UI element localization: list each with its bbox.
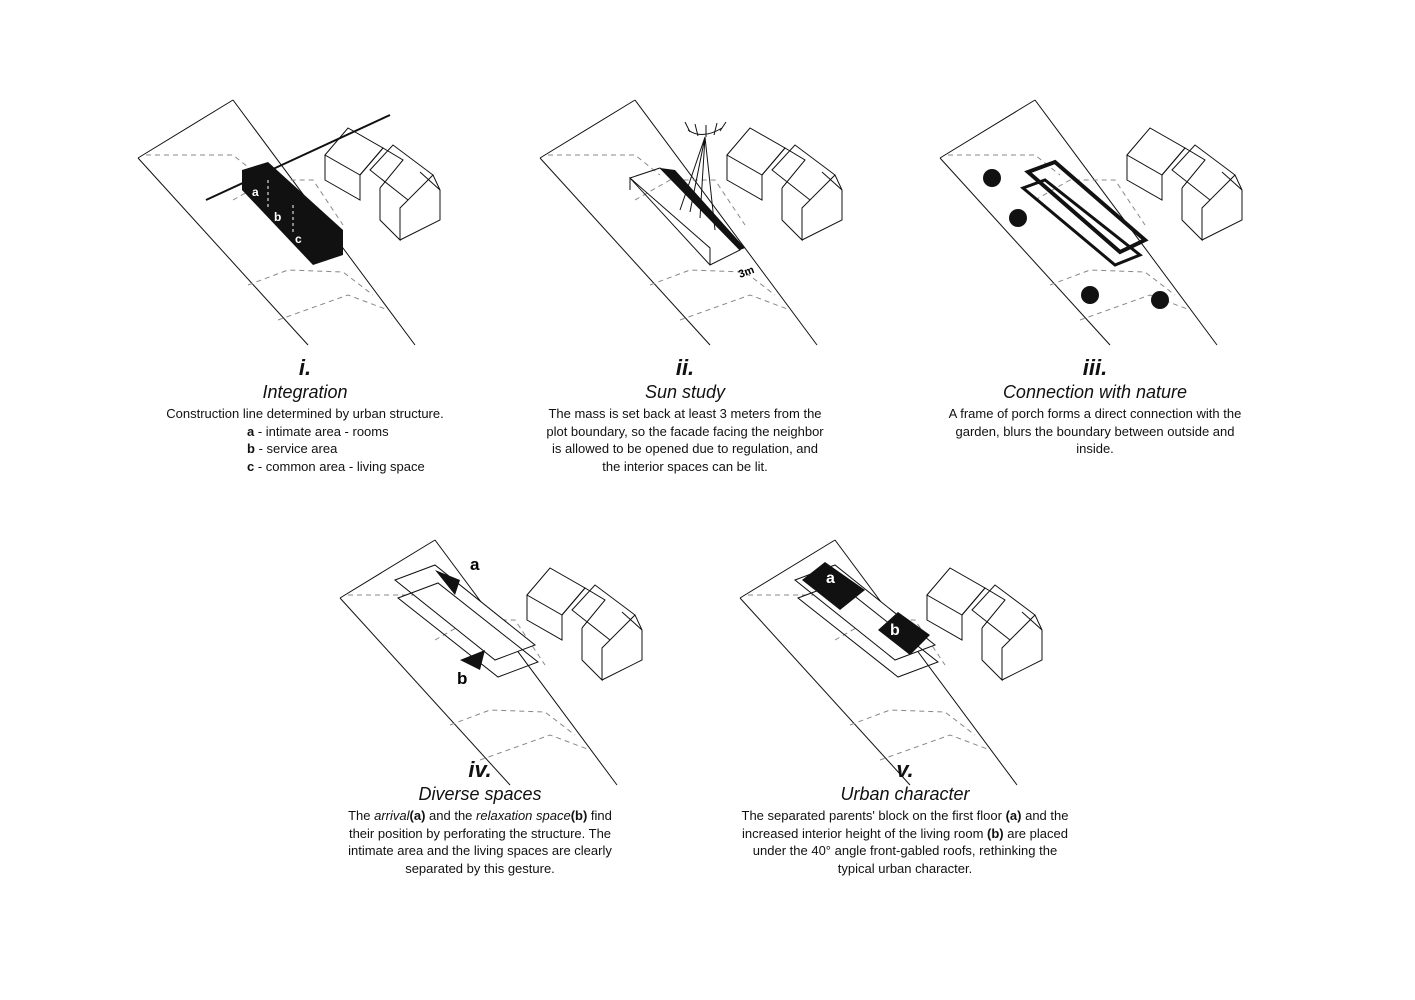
caption-sun-study: ii. Sun study The mass is set back at le… bbox=[545, 355, 825, 475]
label-a: a bbox=[470, 555, 480, 574]
panel-number: iv. bbox=[468, 757, 492, 782]
tree-icons bbox=[983, 169, 1169, 309]
caption-urban-character: v. Urban character The separated parents… bbox=[740, 757, 1070, 877]
panel-title: Connection with nature bbox=[1002, 382, 1188, 402]
label-b: b bbox=[457, 669, 467, 688]
panel-text: The separated parents' block on the firs… bbox=[741, 808, 1069, 876]
panel-number: ii. bbox=[675, 355, 695, 380]
sun-icon bbox=[679, 121, 727, 231]
panel-title: Sun study bbox=[644, 382, 726, 402]
panel-title: Diverse spaces bbox=[418, 784, 542, 804]
label-b: b bbox=[274, 210, 281, 224]
label-a: a bbox=[252, 185, 259, 199]
label-a: a bbox=[826, 570, 835, 587]
setback-label: 3m bbox=[737, 264, 756, 281]
panel-text: The arrival(a) and the relaxation space(… bbox=[348, 808, 612, 876]
sun-study-diagram: 3m bbox=[539, 99, 843, 346]
caption-diverse-spaces: iv. Diverse spaces The arrival(a) and th… bbox=[335, 757, 625, 877]
construction-line bbox=[205, 114, 391, 201]
connection-nature-diagram bbox=[939, 99, 1243, 346]
panel-text: Construction line determined by urban st… bbox=[166, 406, 444, 421]
panel-number: iii. bbox=[1082, 355, 1108, 380]
label-b: b bbox=[890, 622, 900, 639]
panel-text: A frame of porch forms a direct connecti… bbox=[948, 406, 1242, 456]
diverse-spaces-diagram: a b bbox=[339, 539, 643, 786]
label-c: c bbox=[295, 232, 302, 246]
legend: a - intimate area - rooms b - service ar… bbox=[247, 423, 425, 474]
caption-integration: i. Integration Construction line determi… bbox=[140, 355, 470, 475]
integration-diagram: a b c bbox=[137, 99, 441, 346]
panel-title: Integration bbox=[262, 382, 348, 402]
panel-number: i. bbox=[298, 355, 312, 380]
panel-text: The mass is set back at least 3 meters f… bbox=[546, 406, 824, 474]
panel-title: Urban character bbox=[840, 784, 970, 804]
panel-number: v. bbox=[896, 757, 914, 782]
urban-character-diagram: a b bbox=[739, 539, 1043, 786]
caption-connection-nature: iii. Connection with nature A frame of p… bbox=[945, 355, 1245, 458]
